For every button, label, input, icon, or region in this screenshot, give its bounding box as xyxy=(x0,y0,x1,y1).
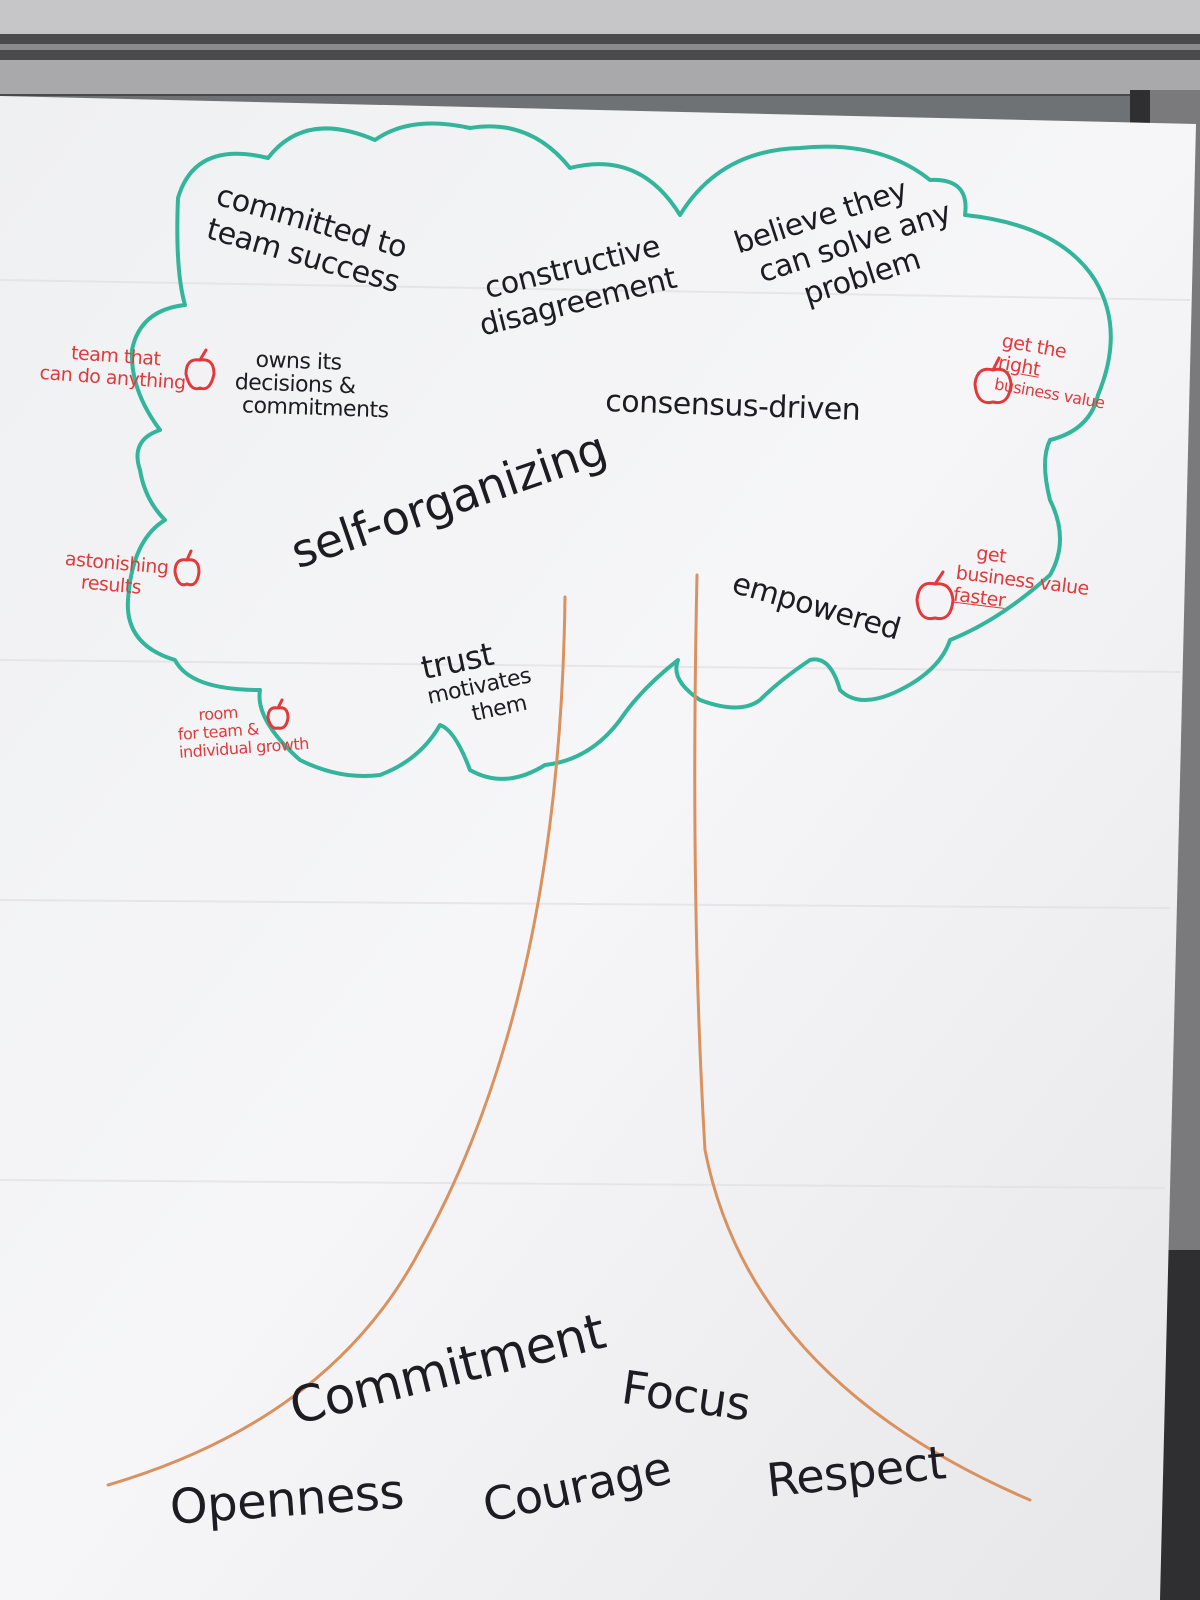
fruit-room-growth: room for team & individual growth xyxy=(176,699,309,762)
tree-canopy xyxy=(125,121,1113,781)
apple-icon xyxy=(184,348,216,391)
label-owns-line3: commitments xyxy=(241,393,389,424)
fruit-astonishing: astonishing results xyxy=(62,548,169,601)
trunk-right xyxy=(693,573,1032,1502)
label-owns: owns its decisions & commitments xyxy=(234,348,391,424)
trunk-left xyxy=(106,595,567,1487)
apple-icon xyxy=(973,356,1013,405)
apple-icon xyxy=(266,698,290,730)
flipchart-paper xyxy=(0,96,1196,1600)
apple-icon xyxy=(173,549,201,587)
apple-icon xyxy=(915,570,955,621)
